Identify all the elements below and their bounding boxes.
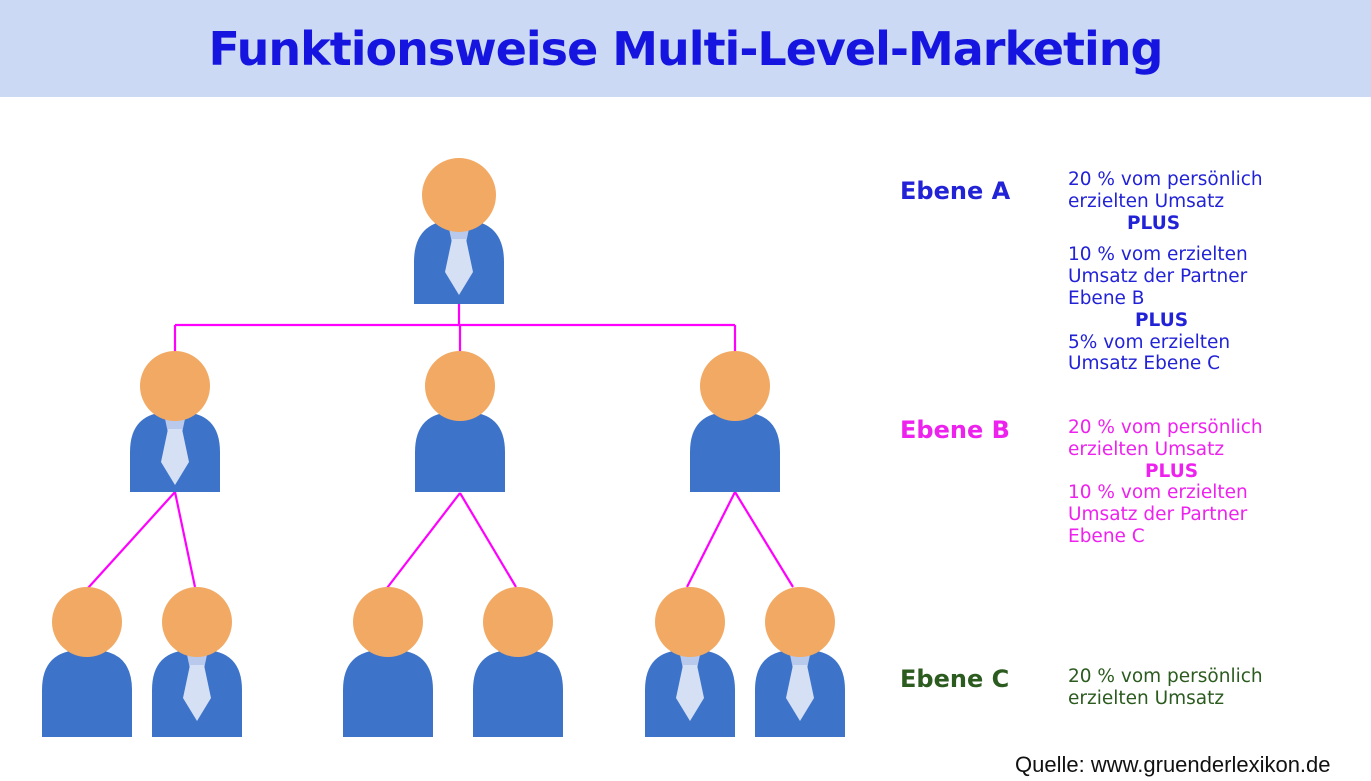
benefit-line: Umsatz der Partner (1068, 504, 1248, 526)
connector-b3-c5 (686, 491, 736, 588)
level-c-benefits: 20 % vom persönlich erzielten Umsatz (1068, 666, 1293, 710)
benefit-line-plus: PLUS (1145, 460, 1199, 482)
benefit-line: 10 % vom erzielten (1068, 244, 1248, 266)
head (353, 587, 423, 657)
torso (690, 412, 780, 492)
connector-b1-c1 (87, 491, 176, 589)
head (425, 351, 495, 421)
head (765, 587, 835, 657)
connector-b2-c4 (459, 492, 517, 588)
benefit-line: 5% vom erzielten (1068, 331, 1231, 353)
head (52, 587, 122, 657)
head (700, 351, 770, 421)
person-b2-icon (415, 351, 505, 492)
benefit-line: 20 % vom persönlich (1068, 169, 1263, 190)
benefit-line: erzielten Umsatz (1068, 687, 1225, 709)
benefit-line: 20 % vom persönlich (1068, 417, 1263, 438)
title-banner: Funktionsweise Multi-Level-Marketing (0, 0, 1371, 97)
source-credit: Quelle: www.gruenderlexikon.de (1015, 752, 1331, 777)
level-b-label: Ebene B (900, 416, 1010, 444)
benefit-line: 20 % vom persönlich (1068, 666, 1263, 687)
level-a-label: Ebene A (900, 177, 1011, 205)
connector-b2-c3 (386, 492, 461, 589)
torso (415, 412, 505, 492)
tie (676, 665, 704, 721)
benefit-line: Umsatz Ebene C (1068, 353, 1221, 375)
connector-b3-c6 (734, 491, 794, 588)
org-chart (42, 158, 845, 737)
torso (343, 650, 433, 737)
level-c-label: Ebene C (900, 665, 1010, 693)
person-c5-icon (645, 587, 735, 737)
benefit-line-plus: PLUS (1135, 309, 1189, 331)
level-a-benefits: 20 % vom persönlich erzielten Umsatz PLU… (1068, 169, 1293, 375)
person-c3-icon (343, 587, 433, 737)
tie (161, 429, 189, 485)
person-b1-icon (130, 351, 220, 492)
page-title: Funktionsweise Multi-Level-Marketing (208, 21, 1164, 76)
head (422, 158, 496, 232)
tie (786, 665, 814, 721)
head (655, 587, 725, 657)
benefit-line: 10 % vom erzielten (1068, 482, 1248, 504)
head (483, 587, 553, 657)
benefit-line: erzielten Umsatz (1068, 438, 1225, 460)
tie (445, 239, 473, 295)
benefit-line-plus: PLUS (1127, 212, 1181, 234)
person-c4-icon (473, 587, 563, 737)
head (162, 587, 232, 657)
benefit-line: Umsatz der Partner (1068, 266, 1248, 288)
benefit-line: erzielten Umsatz (1068, 190, 1225, 212)
person-c2-icon (152, 587, 242, 737)
person-a1-icon (414, 158, 504, 304)
tie (183, 665, 211, 721)
torso (473, 650, 563, 737)
person-b3-icon (690, 351, 780, 492)
benefit-line: Ebene C (1068, 525, 1145, 547)
connector-lines (87, 304, 794, 589)
torso (42, 650, 132, 737)
person-c1-icon (42, 587, 132, 737)
benefit-line: Ebene B (1068, 287, 1145, 309)
connector-b1-c2 (173, 491, 197, 588)
person-c6-icon (755, 587, 845, 737)
head (140, 351, 210, 421)
level-b-benefits: 20 % vom persönlich erzielten Umsatz PLU… (1068, 417, 1293, 548)
